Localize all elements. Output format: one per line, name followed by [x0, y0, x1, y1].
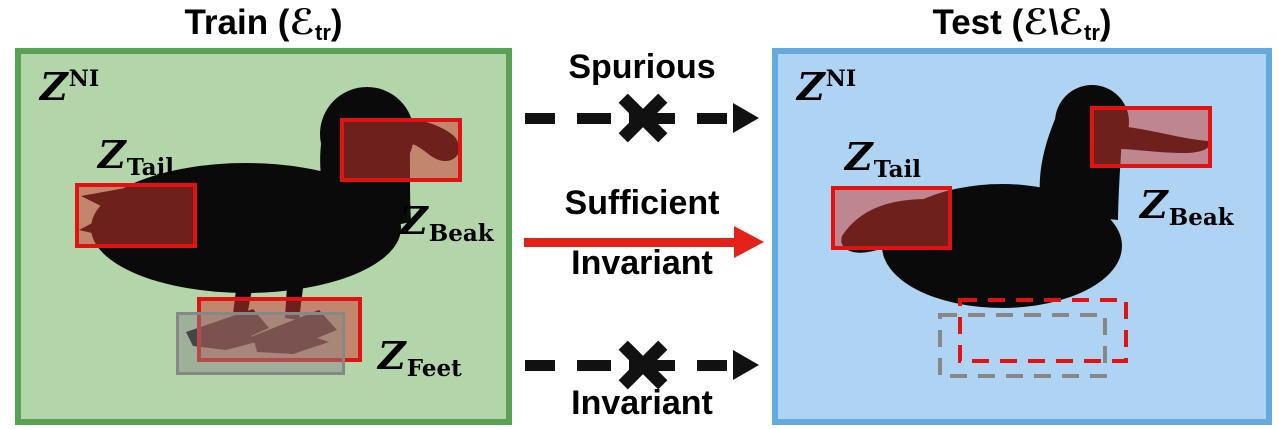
beak-subscript: Beak	[1168, 204, 1234, 231]
train-title-subscript: tr	[315, 20, 331, 45]
cross-out-icon	[618, 340, 668, 390]
tail-subscript: Tail	[126, 154, 175, 181]
test-title-subscript: tr	[1084, 20, 1100, 45]
z-beak-label: ZBeak	[1140, 186, 1234, 231]
z-feet-label: ZFeet	[378, 337, 462, 382]
arrow-dash	[697, 113, 727, 124]
tail-highlight-box	[75, 183, 197, 248]
red-arrow-shaft	[524, 238, 736, 247]
invariant-bottom-label: Invariant	[571, 384, 713, 422]
z-ni-label: ZNI	[40, 68, 99, 106]
train-title-prefix: Train (	[184, 3, 290, 42]
invariant-arrow	[525, 340, 759, 390]
cross-out-icon	[618, 93, 668, 143]
arrowhead-icon	[733, 350, 759, 380]
feet-highlight-box-red	[197, 297, 362, 362]
z-symbol: Z	[797, 64, 825, 109]
test-title-suffix: )	[1099, 3, 1112, 42]
arrowhead-icon	[733, 103, 759, 133]
test-panel-title: Test (ℰ\ℰtr)	[772, 0, 1272, 46]
sufficient-label: Sufficient	[564, 184, 720, 222]
z-symbol: Z	[845, 134, 873, 179]
z-beak-label: ZBeak	[400, 202, 494, 247]
z-tail-label: ZTail	[98, 136, 175, 181]
tail-subscript: Tail	[873, 156, 922, 183]
feet-dashed-box-red	[958, 298, 1128, 363]
beak-highlight-box	[1090, 106, 1212, 168]
test-title-prefix: Test (	[932, 3, 1024, 42]
feet-subscript: Feet	[406, 355, 462, 382]
arrow-dash	[525, 360, 555, 371]
sufficient-invariant-arrow	[524, 226, 764, 259]
z-ni-label: ZNI	[797, 68, 856, 106]
feet-dashed-box-gray	[938, 313, 1107, 378]
train-title-suffix: )	[330, 3, 343, 42]
feet-highlight-box-gray	[176, 312, 345, 375]
ni-superscript: NI	[825, 66, 857, 92]
arrow-dash	[577, 113, 611, 124]
arrow-dash	[577, 360, 611, 371]
red-arrowhead-icon	[734, 226, 764, 258]
script-e-symbol: ℰ	[1058, 3, 1085, 43]
z-tail-label: ZTail	[845, 138, 922, 183]
beak-highlight-box	[340, 118, 462, 182]
tail-highlight-box	[831, 186, 952, 250]
script-e-symbol: ℰ	[289, 3, 316, 43]
train-environment-panel: ZNI ZTail ZBeak ZFeet	[15, 48, 512, 425]
z-symbol: Z	[98, 132, 126, 177]
arrow-dash	[525, 113, 555, 124]
test-environment-panel: ZNI ZTail ZBeak	[772, 48, 1272, 425]
script-e-symbol: ℰ	[1023, 3, 1049, 43]
z-symbol: Z	[400, 198, 428, 243]
setminus-symbol: \	[1048, 3, 1059, 42]
ni-superscript: NI	[68, 66, 100, 92]
z-symbol: Z	[1140, 182, 1168, 227]
spurious-arrow	[525, 93, 759, 143]
z-symbol: Z	[40, 64, 68, 109]
invariant-mid-label: Invariant	[571, 244, 713, 282]
spurious-label: Spurious	[568, 48, 716, 86]
arrow-dash	[697, 360, 727, 371]
z-symbol: Z	[378, 333, 406, 378]
train-panel-title: Train (ℰtr)	[15, 0, 512, 46]
beak-subscript: Beak	[428, 220, 494, 247]
